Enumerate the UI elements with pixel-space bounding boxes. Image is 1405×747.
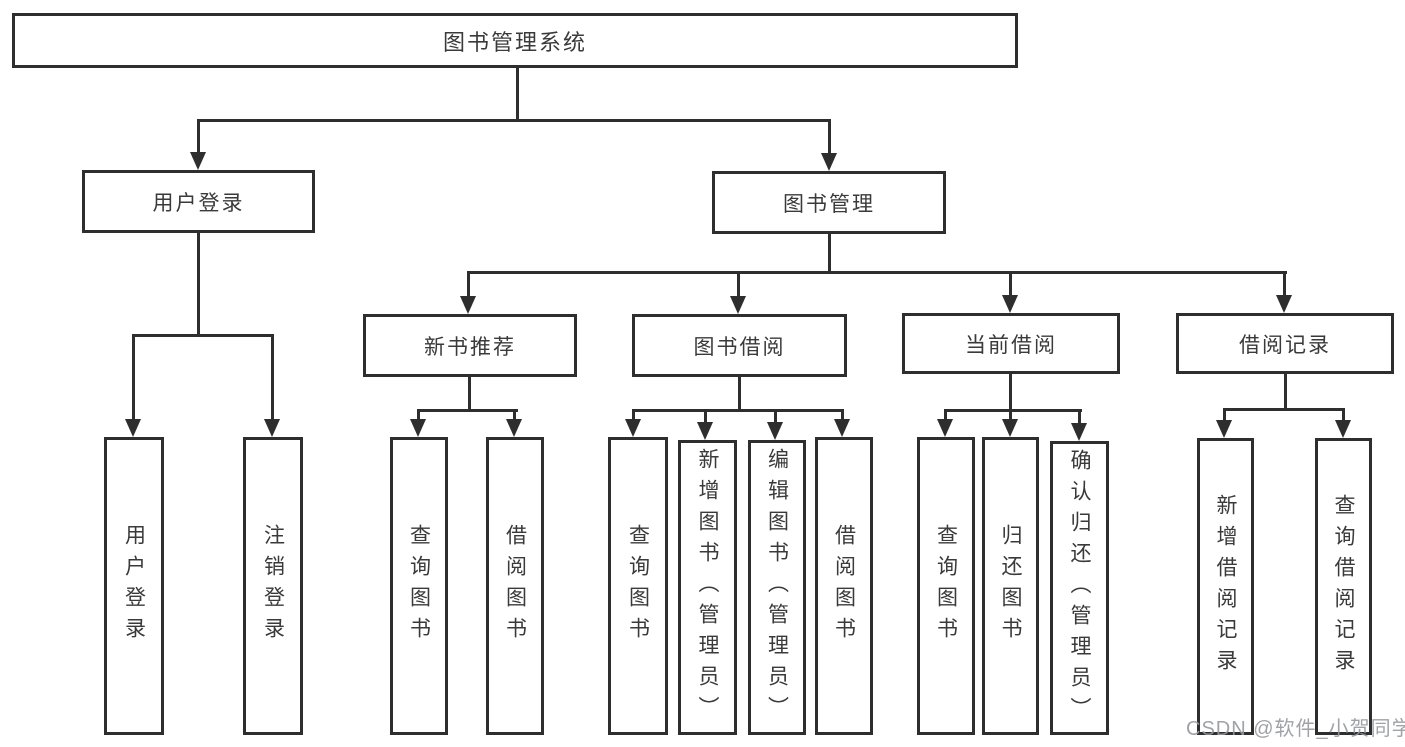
leaf-return-book-label: 归还图书 xyxy=(999,524,1022,648)
node-book-management: 图书管理 xyxy=(712,171,946,234)
arrowhead-down-icon xyxy=(730,296,746,314)
connector-line xyxy=(828,119,831,156)
connector-line xyxy=(417,409,518,412)
leaf-logout: 注销登录 xyxy=(243,437,303,735)
connector-line xyxy=(513,409,516,421)
node-root-label: 图书管理系统 xyxy=(442,29,587,55)
node-book-borrow: 图书借阅 xyxy=(632,314,847,377)
connector-line xyxy=(737,271,740,299)
arrowhead-down-icon xyxy=(125,419,141,437)
connector-line xyxy=(828,234,831,274)
connector-line xyxy=(417,409,420,421)
arrowhead-down-icon xyxy=(1002,419,1018,437)
leaf-query-book-borrow: 查询图书 xyxy=(608,437,668,735)
arrowhead-down-icon xyxy=(460,296,476,314)
node-new-book-recommend-label: 新书推荐 xyxy=(424,335,516,359)
connector-line xyxy=(197,233,200,337)
connector-line xyxy=(774,409,777,423)
connector-line xyxy=(132,334,135,421)
connector-line xyxy=(467,271,470,299)
arrowhead-down-icon xyxy=(1335,420,1351,438)
connector-line xyxy=(1223,408,1226,421)
node-current-borrow-label: 当前借阅 xyxy=(965,333,1057,357)
leaf-borrow-book-label: 借阅图书 xyxy=(832,524,856,648)
connector-line xyxy=(1283,271,1286,298)
arrowhead-down-icon xyxy=(821,153,837,171)
node-new-book-recommend: 新书推荐 xyxy=(363,314,577,377)
arrowhead-down-icon xyxy=(1071,423,1087,441)
connector-line xyxy=(516,68,519,122)
leaf-add-borrow-record: 新增借阅记录 xyxy=(1197,438,1254,735)
node-book-management-label: 图书管理 xyxy=(783,192,875,216)
connector-line xyxy=(632,409,844,412)
arrowhead-down-icon xyxy=(506,419,522,437)
connector-line xyxy=(1078,409,1081,424)
leaf-query-book-newbook-label: 查询图书 xyxy=(407,524,431,648)
connector-line xyxy=(197,119,831,122)
leaf-borrow-book-newbook-label: 借阅图书 xyxy=(503,524,527,648)
connector-line xyxy=(197,119,200,155)
arrowhead-down-icon xyxy=(1276,295,1292,313)
leaf-return-book: 归还图书 xyxy=(982,437,1039,735)
arrowhead-down-icon xyxy=(1002,295,1018,313)
connector-line xyxy=(841,409,844,421)
leaf-user-login-label: 用户登录 xyxy=(122,524,146,648)
connector-line xyxy=(1009,271,1012,298)
leaf-query-book-current: 查询图书 xyxy=(917,437,975,735)
arrowhead-down-icon xyxy=(190,152,206,170)
leaf-add-borrow-record-label: 新增借阅记录 xyxy=(1214,493,1237,680)
arrowhead-down-icon xyxy=(625,419,641,437)
connector-line xyxy=(738,377,741,412)
connector-line xyxy=(1284,374,1287,411)
node-root: 图书管理系统 xyxy=(12,13,1018,68)
leaf-add-book-admin-label: 新增图书（管理员） xyxy=(696,448,719,727)
connector-line xyxy=(467,271,1287,274)
leaf-borrow-book-newbook: 借阅图书 xyxy=(486,437,544,735)
watermark: CSDN @软件_小贺同学 xyxy=(1186,712,1405,741)
arrowhead-down-icon xyxy=(264,419,280,437)
connector-line xyxy=(1009,409,1012,421)
connector-line xyxy=(271,334,274,421)
leaf-query-borrow-record: 查询借阅记录 xyxy=(1315,438,1372,735)
arrowhead-down-icon xyxy=(767,422,783,440)
node-book-borrow-label: 图书借阅 xyxy=(693,335,786,359)
node-user-login-label: 用户登录 xyxy=(152,191,245,215)
arrowhead-down-icon xyxy=(697,422,713,440)
leaf-confirm-return-admin: 确认归还（管理员） xyxy=(1050,441,1109,735)
arrowhead-down-icon xyxy=(410,419,426,437)
leaf-query-book-newbook: 查询图书 xyxy=(390,437,448,735)
connector-line xyxy=(944,409,947,421)
leaf-edit-book-admin-label: 编辑图书（管理员） xyxy=(765,448,789,727)
leaf-query-borrow-record-label: 查询借阅记录 xyxy=(1332,493,1355,680)
leaf-borrow-book: 借阅图书 xyxy=(815,437,873,735)
leaf-logout-label: 注销登录 xyxy=(261,524,285,648)
connector-line xyxy=(468,377,471,412)
arrowhead-down-icon xyxy=(1216,420,1232,438)
leaf-query-book-current-label: 查询图书 xyxy=(934,524,958,648)
connector-line xyxy=(632,409,635,421)
watermark-text: CSDN @软件_小贺同学 xyxy=(1186,718,1405,740)
node-user-login: 用户登录 xyxy=(82,170,315,233)
connector-line xyxy=(132,334,274,337)
connector-line xyxy=(1009,374,1012,412)
node-borrow-records: 借阅记录 xyxy=(1176,313,1394,374)
connector-line xyxy=(1342,408,1345,421)
leaf-user-login: 用户登录 xyxy=(104,437,164,735)
node-borrow-records-label: 借阅记录 xyxy=(1239,333,1331,357)
node-current-borrow: 当前借阅 xyxy=(902,313,1120,374)
arrowhead-down-icon xyxy=(937,419,953,437)
connector-line xyxy=(1223,408,1345,411)
leaf-edit-book-admin: 编辑图书（管理员） xyxy=(748,440,806,735)
leaf-confirm-return-admin-label: 确认归还（管理员） xyxy=(1068,448,1091,728)
arrowhead-down-icon xyxy=(834,419,850,437)
connector-line xyxy=(944,409,1082,412)
connector-line xyxy=(704,409,707,423)
leaf-add-book-admin: 新增图书（管理员） xyxy=(678,440,737,735)
leaf-query-book-borrow-label: 查询图书 xyxy=(626,524,650,648)
